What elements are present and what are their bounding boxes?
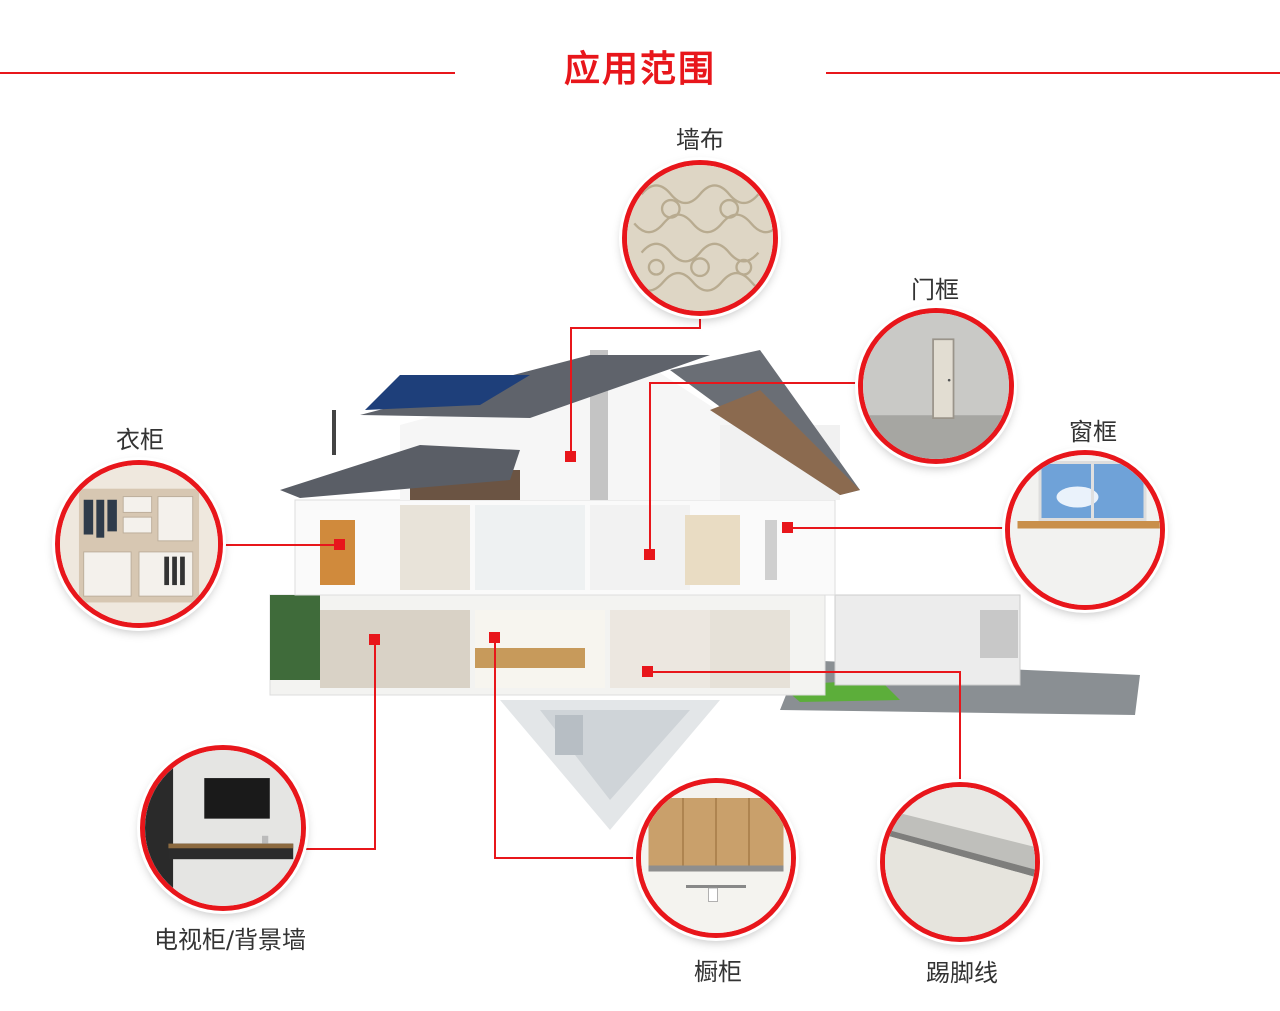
wallpaper-pattern-icon	[622, 160, 778, 316]
kitchen-cabinet-icon	[636, 778, 796, 938]
label-windowframe: 窗框	[1069, 418, 1117, 446]
header-line-right	[826, 72, 1280, 74]
label-kitchen: 橱柜	[694, 958, 742, 986]
header-line-left	[0, 72, 455, 74]
baseboard-icon	[880, 782, 1040, 942]
label-doorframe: 门框	[911, 276, 959, 304]
label-wallcloth: 墙布	[676, 126, 724, 154]
label-tvcabinet: 电视柜/背景墙	[153, 926, 307, 954]
wardrobe-icon	[55, 460, 223, 628]
tv-cabinet-icon	[140, 745, 306, 911]
window-frame-icon	[1005, 450, 1165, 610]
label-wardrobe: 衣柜	[116, 426, 164, 454]
page-title: 应用范围	[563, 49, 716, 90]
door-frame-icon	[858, 308, 1014, 464]
label-baseboard: 踢脚线	[926, 959, 998, 987]
